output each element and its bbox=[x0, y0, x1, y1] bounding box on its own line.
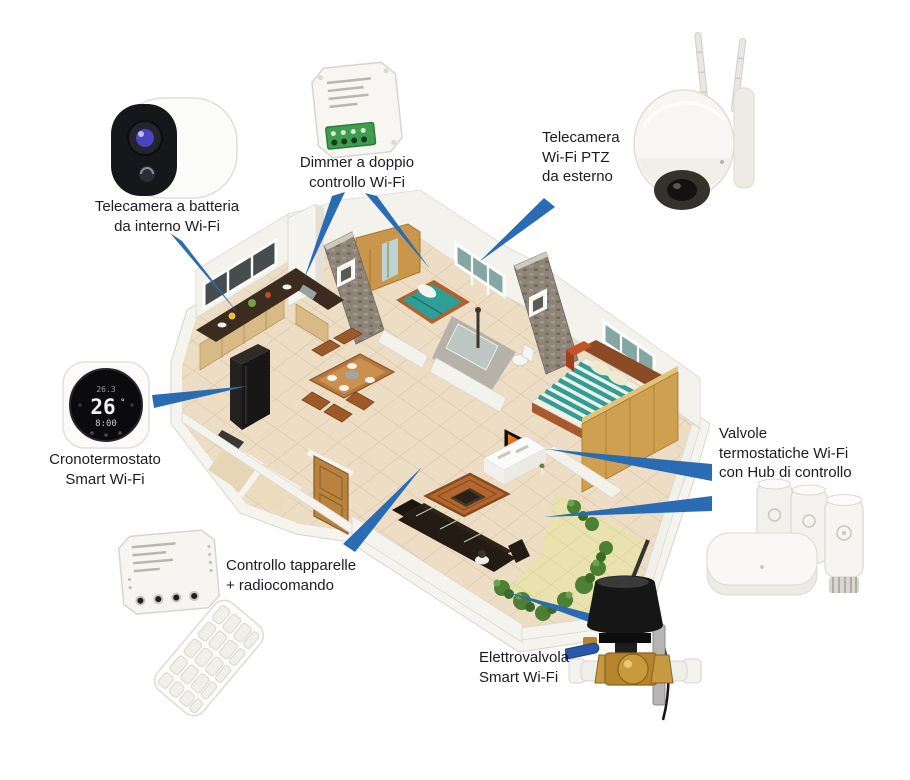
water-valve-image bbox=[540, 573, 705, 733]
living-room bbox=[392, 472, 530, 572]
radiator-valves-image bbox=[705, 475, 880, 605]
hub bbox=[706, 532, 818, 596]
dimmer-module-icon bbox=[311, 61, 403, 159]
label-line: con Hub di controllo bbox=[719, 464, 852, 481]
thermostat-image: 26.3 26 ° 8:00 bbox=[62, 361, 150, 449]
living-wall bbox=[543, 445, 623, 499]
wardrobe-2 bbox=[581, 366, 679, 493]
arrow-valves-top bbox=[547, 449, 712, 481]
arrow-valves-bottom bbox=[544, 496, 712, 517]
label-radiator-valves: Valvole termostatiche Wi-Fi con Hub di c… bbox=[719, 424, 904, 483]
label-line: Valvole bbox=[719, 425, 768, 442]
arrow-thermostat bbox=[152, 386, 248, 408]
thermostat-temperature: 26 bbox=[90, 395, 115, 419]
ptz-camera-icon bbox=[633, 31, 755, 210]
label-water-valve: Elettrovalvola Smart Wi-Fi bbox=[479, 648, 619, 687]
label-line: Telecamera bbox=[542, 129, 620, 146]
battery-camera-icon bbox=[111, 97, 238, 199]
balcony-plants bbox=[493, 499, 613, 621]
bed-1 bbox=[396, 280, 470, 324]
label-line: Cronotermostato bbox=[49, 451, 161, 468]
label-dimmer: Dimmer a doppio controllo Wi-Fi bbox=[277, 153, 437, 192]
label-thermostat: Cronotermostato Smart Wi-Fi bbox=[20, 450, 190, 489]
shutter-module-icon bbox=[117, 529, 221, 615]
label-line: Smart Wi-Fi bbox=[479, 668, 559, 686]
thermostat-top-row: 26.3 bbox=[96, 385, 115, 394]
shutter-module-image bbox=[117, 528, 224, 616]
stone-wall-2 bbox=[513, 251, 579, 375]
label-line: termostatiche Wi-Fi bbox=[719, 444, 849, 462]
bathroom bbox=[377, 307, 535, 413]
arrow-shutter bbox=[343, 467, 422, 552]
label-line: + radiocomando bbox=[226, 576, 334, 594]
label-line: Smart Wi-Fi bbox=[65, 470, 145, 488]
arrow-battery-camera bbox=[170, 233, 241, 317]
label-line: controllo Wi-Fi bbox=[309, 173, 405, 191]
thermostat-bottom-row: 8:00 bbox=[95, 419, 117, 429]
label-line: da interno Wi-Fi bbox=[114, 217, 220, 235]
label-line: Dimmer a doppio bbox=[299, 154, 415, 171]
remote-control-image bbox=[148, 594, 270, 723]
valve-front bbox=[824, 494, 864, 593]
tv-unit bbox=[483, 429, 547, 484]
arrow-dimmer-left bbox=[304, 192, 345, 279]
thermostat-icon: 26.3 26 ° 8:00 bbox=[62, 361, 150, 449]
remote-control-icon bbox=[153, 599, 265, 717]
label-ptz-camera: Telecamera Wi-Fi PTZ da esterno bbox=[542, 128, 672, 187]
arrow-dimmer-right bbox=[365, 193, 430, 269]
label-line: da esterno bbox=[542, 168, 613, 185]
wardrobe-1 bbox=[355, 223, 421, 293]
label-line: Telecamera a batteria bbox=[94, 198, 240, 215]
label-battery-camera: Telecamera a batteria da interno Wi-Fi bbox=[60, 197, 274, 236]
callout-arrows bbox=[152, 192, 712, 626]
label-line: Controllo tapparelle bbox=[226, 557, 357, 574]
radiator-valves-icon bbox=[706, 478, 864, 596]
dining-set bbox=[301, 327, 396, 423]
ptz-camera-image bbox=[618, 30, 768, 240]
arrow-water-valve bbox=[503, 591, 600, 626]
stone-wall-1 bbox=[323, 231, 385, 345]
label-line: Elettrovalvola bbox=[479, 649, 570, 666]
battery-camera-image bbox=[105, 94, 240, 204]
label-shutter-control: Controllo tapparelle + radiocomando bbox=[226, 556, 401, 595]
arrow-ptz-camera bbox=[479, 198, 555, 262]
label-line: Wi-Fi PTZ bbox=[542, 148, 610, 166]
kitchen bbox=[196, 268, 344, 430]
dimmer-module-image bbox=[309, 60, 404, 160]
thermostat-unit: ° bbox=[120, 398, 125, 408]
water-valve-icon bbox=[540, 575, 702, 721]
